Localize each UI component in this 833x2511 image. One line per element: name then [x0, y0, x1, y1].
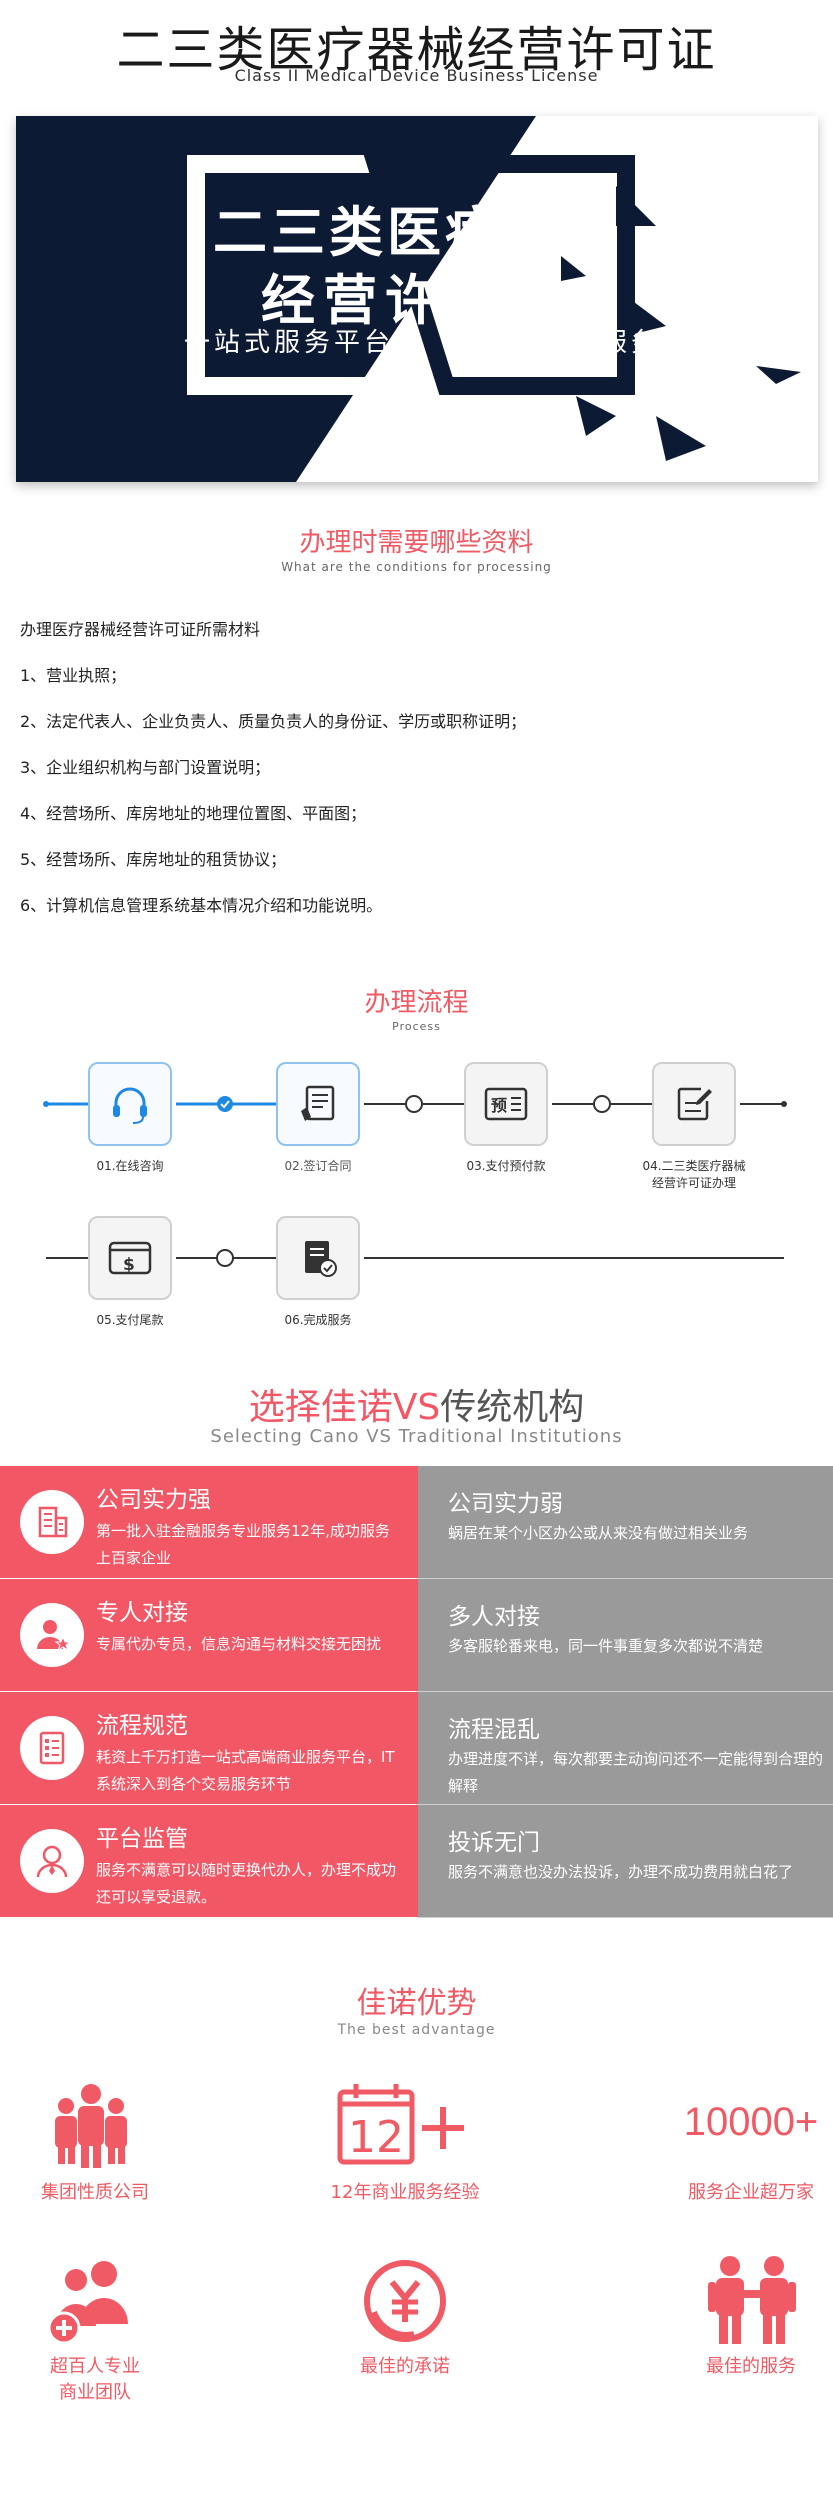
compare-left-desc: 专属代办专员，信息沟通与材料交接无困扰 — [96, 1635, 382, 1653]
process-section-title: 办理流程 — [364, 988, 469, 1018]
big-number-icon: 10000+ — [683, 2100, 819, 2144]
compare-title-rest: 传统机构 — [440, 1387, 585, 1428]
list-item: 5、经营场所、库房地址的租赁协议； — [20, 850, 287, 869]
compare-title-highlight: 选择佳诺VS — [248, 1387, 441, 1428]
compare-right-title: 多人对接 — [448, 1604, 540, 1630]
headset-icon — [113, 1087, 147, 1124]
hero-banner: 二三类医疗器械 经营许可证 一站式服务平台 专业办理服务 — [16, 116, 818, 482]
list-item: 2、法定代表人、企业负责人、质量负责人的身份证、学历或职称证明； — [20, 712, 527, 731]
checklist-icon — [20, 1716, 84, 1780]
process-step-5-label: 05.支付尾款 — [96, 1313, 164, 1327]
banner-headline-1: 二三类医疗器械 — [213, 201, 619, 264]
compare-left-cell: 专人对接 专属代办专员，信息沟通与材料交接无困扰 — [0, 1579, 418, 1692]
compare-left-title: 公司实力强 — [96, 1487, 211, 1513]
payment-dollar-icon: $ — [108, 1241, 152, 1275]
page-subtitle: Class II Medical Device Business License — [234, 66, 599, 85]
advantage-label: 服务企业超万家 — [688, 2182, 814, 2203]
compare-left-cell: 平台监管 服务不满意可以随时更换代办人，办理不成功还可以享受退款。 — [0, 1805, 418, 1918]
banner-headline-2: 经营许可证 — [261, 269, 571, 332]
compare-left-desc: 耗资上千万打造一站式高端商业服务平台，IT系统深入到各个交易服务环节 — [96, 1748, 395, 1793]
group-people-icon — [48, 2082, 134, 2174]
document-edit-icon — [677, 1087, 712, 1121]
list-item: 3、企业组织机构与部门设置说明； — [20, 758, 271, 777]
table-row: 平台监管 服务不满意可以随时更换代办人，办理不成功还可以享受退款。 投诉无门 服… — [0, 1805, 833, 1918]
process-step-3[interactable]: 预 — [464, 1062, 548, 1146]
process-step-4-label-line2: 经营许可证办理 — [651, 1176, 736, 1190]
completed-document-icon — [305, 1241, 337, 1277]
svg-text:预: 预 — [491, 1096, 507, 1115]
process-step-3-label: 03.支付预付款 — [466, 1159, 546, 1173]
compare-left-cell: 公司实力强 第一批入驻金融服务专业服务12年,成功服务上百家企业 — [0, 1466, 418, 1579]
compare-right-cell: 流程混乱 办理进度不详，每次都要主动询问还不一定能得到合理的解释 — [418, 1692, 833, 1805]
compare-left-desc: 服务不满意可以随时更换代办人，办理不成功还可以享受退款。 — [96, 1861, 397, 1906]
compare-table: 公司实力强 第一批入驻金融服务专业服务12年,成功服务上百家企业 公司实力弱 蜗… — [0, 1466, 833, 1918]
compare-section-subtitle: Selecting Cano VS Traditional Institutio… — [210, 1426, 623, 1447]
compare-right-desc: 服务不满意也没办法投诉，办理不成功费用就白花了 — [448, 1863, 794, 1881]
advantage-label: 集团性质公司 — [41, 2182, 149, 2203]
compare-right-cell: 公司实力弱 蜗居在某个小区办公或从来没有做过相关业务 — [418, 1466, 833, 1579]
advantage-label: 最佳的承诺 — [360, 2356, 450, 2377]
process-step-2[interactable] — [276, 1062, 360, 1146]
process-step-4[interactable] — [652, 1062, 736, 1146]
materials-list: 办理医疗器械经营许可证所需材料 1、营业执照； 2、法定代表人、企业负责人、质量… — [20, 616, 820, 938]
supervisor-icon — [20, 1829, 84, 1893]
materials-section-title: 办理时需要哪些资料 — [299, 528, 534, 558]
advantages-section-subtitle: The best advantage — [337, 2022, 496, 2038]
process-step-4-label: 04.二三类医疗器械 经营许可证办理 — [624, 1158, 764, 1192]
advantages-section-title: 佳诺优势 — [356, 1986, 477, 2021]
compare-right-cell: 多人对接 多客服轮番来电，同一件事重复多次都说不清楚 — [418, 1579, 833, 1692]
compare-right-desc: 办理进度不详，每次都要主动询问还不一定能得到合理的解释 — [448, 1750, 824, 1795]
advantage-label: 超百人专业 商业团队 — [20, 2354, 170, 2406]
process-step-5[interactable]: $ — [88, 1216, 172, 1300]
banner-background-graphic — [187, 116, 818, 482]
compare-left-cell: 流程规范 耗资上千万打造一站式高端商业服务平台，IT系统深入到各个交易服务环节 — [0, 1692, 418, 1805]
materials-section-subtitle: What are the conditions for processing — [281, 560, 552, 574]
process-step-4-label-line1: 04.二三类医疗器械 — [642, 1159, 746, 1173]
table-row: 公司实力强 第一批入驻金融服务专业服务12年,成功服务上百家企业 公司实力弱 蜗… — [0, 1466, 833, 1579]
process-section-subtitle: Process — [392, 1020, 441, 1033]
advantage-label: 12年商业服务经验 — [330, 2182, 480, 2203]
list-item: 6、计算机信息管理系统基本情况介绍和功能说明。 — [20, 896, 383, 915]
banner-slogan-left: 一站式服务平台 — [184, 328, 395, 358]
prepayment-icon: 预 — [484, 1087, 528, 1121]
compare-right-title: 流程混乱 — [448, 1717, 540, 1743]
table-row: 流程规范 耗资上千万打造一站式高端商业服务平台，IT系统深入到各个交易服务环节 … — [0, 1692, 833, 1805]
compare-left-desc: 第一批入驻金融服务专业服务12年,成功服务上百家企业 — [96, 1522, 390, 1567]
banner-slogan-right: 专业办理服务 — [481, 328, 662, 358]
process-step-6-label: 06.完成服务 — [284, 1313, 352, 1327]
compare-right-desc: 多客服轮番来电，同一件事重复多次都说不清楚 — [448, 1637, 764, 1655]
contract-sign-icon — [301, 1085, 335, 1121]
compare-left-title: 流程规范 — [96, 1713, 188, 1739]
compare-right-cell: 投诉无门 服务不满意也没办法投诉，办理不成功费用就白花了 — [418, 1805, 833, 1918]
svg-text:$: $ — [123, 1255, 135, 1275]
calendar-12-plus-icon: 12 — [334, 2082, 474, 2172]
yuan-coin-icon — [362, 2258, 448, 2348]
advantage-label-line2: 商业团队 — [59, 2382, 131, 2403]
process-step-1[interactable] — [88, 1062, 172, 1146]
page-title: 二三类医疗器械经营许可证 — [116, 22, 717, 78]
list-item: 1、营业执照； — [20, 666, 127, 685]
table-row: 专人对接 专属代办专员，信息沟通与材料交接无困扰 多人对接 多客服轮番来电，同一… — [0, 1579, 833, 1692]
team-plus-icon — [44, 2258, 140, 2352]
compare-left-title: 专人对接 — [96, 1600, 188, 1626]
advantage-label: 最佳的服务 — [706, 2356, 796, 2377]
page-header: 二三类医疗器械经营许可证 Class II Medical Device Bus… — [0, 0, 833, 100]
svg-text:12: 12 — [348, 2112, 404, 2163]
list-item: 4、经营场所、库房地址的地理位置图、平面图； — [20, 804, 367, 823]
person-star-icon — [20, 1603, 84, 1667]
process-step-2-label: 02.签订合同 — [284, 1159, 352, 1173]
compare-left-title: 平台监管 — [96, 1826, 188, 1852]
handshake-people-icon — [704, 2254, 800, 2352]
advantage-label-line1: 超百人专业 — [50, 2356, 140, 2377]
compare-right-desc: 蜗居在某个小区办公或从来没有做过相关业务 — [448, 1524, 749, 1542]
compare-section-title: 选择佳诺VS传统机构 — [0, 1378, 833, 1430]
process-step-6[interactable] — [276, 1216, 360, 1300]
compare-right-title: 投诉无门 — [448, 1830, 540, 1856]
compare-right-title: 公司实力弱 — [448, 1491, 563, 1517]
materials-heading: 办理医疗器械经营许可证所需材料 — [20, 620, 261, 639]
building-icon — [20, 1490, 84, 1554]
process-step-1-label: 01.在线咨询 — [96, 1159, 164, 1173]
